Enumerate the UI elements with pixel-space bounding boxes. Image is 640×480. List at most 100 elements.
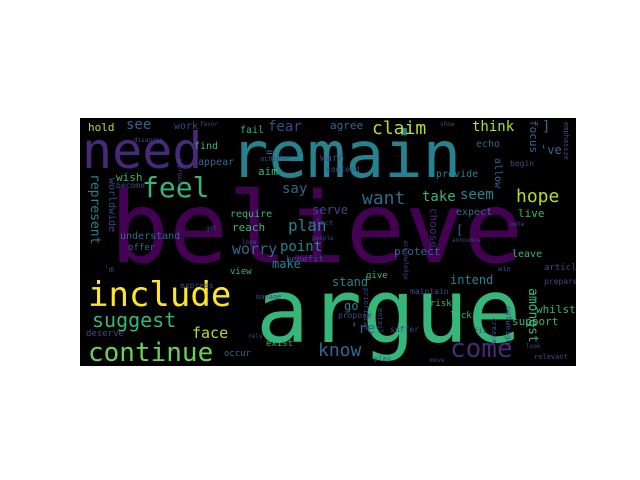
word-view: view — [230, 267, 252, 277]
word-fear: fear — [268, 119, 302, 135]
word-lose: lose — [242, 239, 257, 246]
word-understand: understand — [120, 231, 181, 242]
word-approach: approach — [176, 158, 183, 187]
word-suggest: suggest — [92, 308, 177, 332]
word-protect: protect — [394, 245, 441, 258]
word-look: look — [526, 343, 541, 350]
word-become: become — [116, 181, 145, 190]
word-show: show — [440, 121, 455, 128]
word-find: find — [194, 141, 219, 152]
word-achieve: achieve — [260, 155, 290, 163]
word-aim: aim — [258, 165, 278, 178]
word-play: play — [374, 355, 391, 363]
word-argue: argue — [256, 260, 521, 363]
word-go: go — [344, 299, 359, 313]
word-echo: echo — [476, 139, 501, 150]
word-deserve: deserve — [86, 329, 124, 339]
word-lack: lack — [450, 311, 472, 321]
word-need: need — [82, 122, 203, 180]
word-think: think — [472, 119, 515, 135]
word-plan: plan — [288, 216, 327, 235]
word-provide: provide — [436, 169, 479, 180]
word-entail: entail — [376, 308, 384, 334]
word-amongst: amongst — [525, 288, 540, 343]
word-intend: intend — [450, 273, 494, 287]
word-disagree: disagree — [134, 137, 163, 144]
word-include: include — [88, 275, 232, 315]
word-propose: propose — [338, 311, 372, 320]
word-risk: risk — [430, 299, 452, 309]
word-bracket-left: [ — [456, 223, 464, 237]
word-work: work — [174, 121, 199, 132]
word-re: 're — [350, 321, 376, 337]
word-outweigh: outweigh — [504, 306, 513, 345]
word-see: see — [126, 118, 152, 133]
word-take: take — [422, 189, 456, 205]
word-hold: hold — [88, 121, 115, 134]
word-occur: occur — [224, 349, 252, 359]
word-emphasize: emphasize — [562, 122, 570, 160]
word-wish: wish — [116, 171, 143, 184]
word-equals: = — [266, 145, 274, 159]
word-manage: manage — [256, 293, 282, 301]
word-require: require — [230, 209, 273, 220]
word-feel: feel — [142, 171, 210, 204]
word-live: live — [518, 207, 545, 220]
word-know: know — [318, 340, 362, 361]
word-make: make — [272, 257, 301, 271]
word-bracket-right: ] — [542, 119, 551, 135]
word-fail: fail — [240, 125, 265, 136]
word-remain: remain — [230, 119, 462, 193]
word-benefit: benefit — [286, 255, 324, 265]
word-begin: begin — [510, 159, 535, 168]
word-represent: represent — [87, 174, 102, 245]
word-select: select — [308, 219, 334, 227]
word-worry: worry — [232, 240, 278, 258]
word-choose: choose — [427, 208, 440, 248]
word-article: article — [544, 263, 576, 273]
word-whilst: whilst — [536, 303, 576, 316]
word-hope: hope — [516, 186, 560, 207]
word-win: win — [498, 265, 511, 273]
word-come: come — [450, 334, 513, 364]
word-face: face — [192, 324, 229, 342]
word-say: say — [282, 181, 308, 197]
word-ve: 've — [540, 143, 562, 157]
word-point: point — [280, 239, 323, 255]
word-move: move — [430, 357, 445, 364]
word-seem: seem — [460, 187, 494, 203]
word-appear: appear — [198, 157, 235, 168]
word-relevant: relevant — [534, 353, 568, 361]
word-believe: believe — [110, 172, 524, 286]
word-support: support — [512, 315, 559, 328]
word-announce: announce — [452, 237, 481, 244]
word-exist: exist — [266, 339, 294, 349]
word-allow: allow — [492, 158, 503, 189]
word-people: people — [312, 235, 334, 242]
word-cloud: believe argue remain need include contin… — [80, 118, 576, 366]
word-reach: reach — [232, 221, 266, 234]
word-agree: agree — [330, 119, 364, 132]
word-expect: expect — [456, 207, 493, 218]
word-get: get — [206, 225, 217, 232]
word-continue: continue — [88, 338, 214, 366]
word-m: 'm — [104, 265, 114, 274]
word-fit: fit — [474, 327, 487, 335]
word-serve: serve — [312, 203, 349, 217]
word-offer: offer — [128, 243, 156, 253]
word-maintain: maintain — [410, 287, 449, 296]
word-stand: stand — [332, 275, 369, 289]
word-prioritize: prioritize — [362, 288, 370, 331]
word-contend: contend — [326, 165, 360, 174]
word-create: create — [490, 318, 498, 344]
word-worldwide: worldwide — [106, 178, 117, 233]
word-favor: favor — [200, 121, 219, 128]
word-express: express — [180, 281, 214, 290]
word-leave: leave — [512, 249, 543, 260]
word-give: give — [366, 271, 388, 281]
word-suffer: suffer — [390, 325, 419, 334]
word-rely: rely — [248, 333, 263, 340]
word-note: note — [510, 221, 525, 228]
word-warn: warn — [320, 153, 345, 164]
word-want: want — [362, 188, 406, 209]
